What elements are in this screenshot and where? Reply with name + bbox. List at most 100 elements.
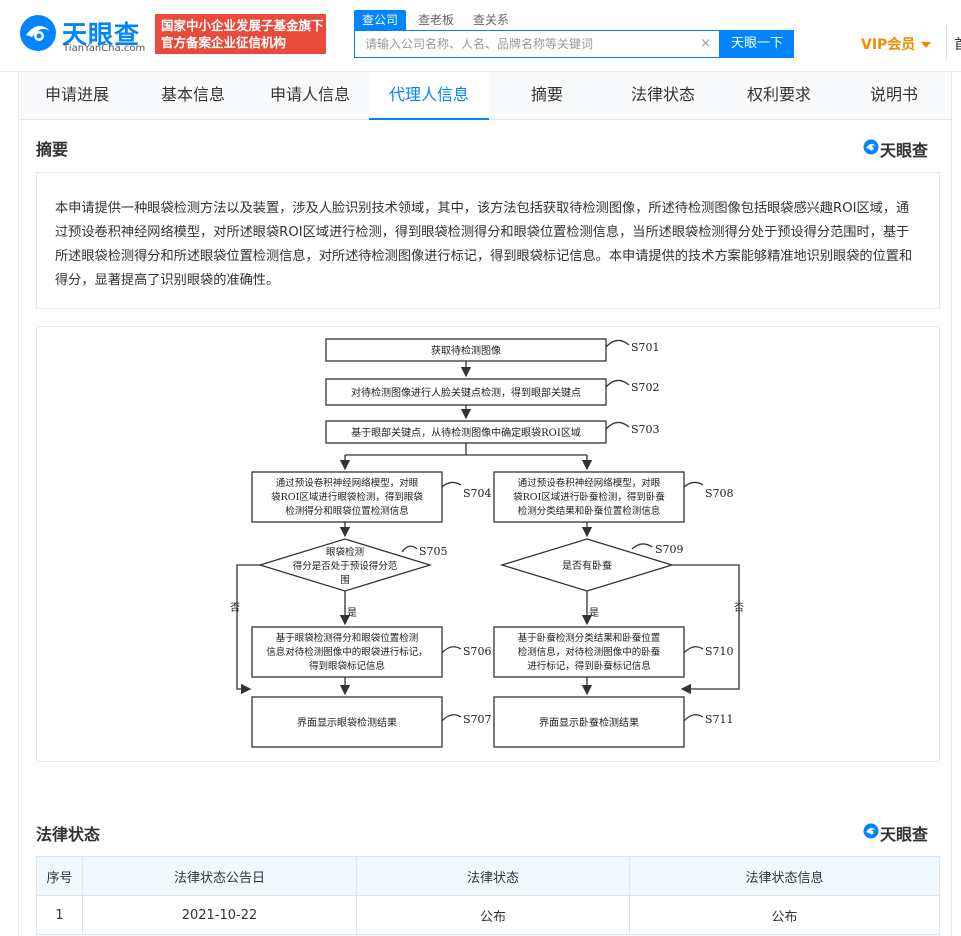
vip-label: VIP会员 (861, 37, 916, 53)
s708-text-line: 通过预设卷积神经网络模型，对眼 (518, 477, 661, 489)
label-s710: S710 (705, 645, 734, 658)
s705-text-line: 得分是否处于预设得分范 (293, 560, 398, 572)
announcement-date: 2021-10-22 (82, 895, 357, 935)
tab-basic-info[interactable]: 基本信息 (160, 85, 225, 104)
s707-leader (441, 714, 462, 722)
s703-text: 基于眼部关键点，从待检测图像中确定眼袋ROI区域 (351, 426, 581, 439)
s705-yes-label: 是 (347, 607, 357, 619)
table-header-row: 序号 法律状态公告日 法律状态 法律状态信息 (36, 856, 940, 896)
s704-text-line: 袋ROI区域进行眼袋检测，得到眼袋 (271, 491, 423, 503)
column-header: 序号 (36, 856, 83, 896)
s705-no-label: 否 (230, 602, 240, 614)
logo[interactable]: 天眼查 TianYanCha.com (18, 13, 148, 54)
label-s706: S706 (463, 645, 492, 658)
tab-application-progress[interactable]: 申请进展 (44, 85, 109, 104)
watermark-text: 天眼查 (880, 141, 929, 160)
divider (946, 26, 947, 60)
legal-watermark: 天眼查 (863, 822, 939, 844)
s710-text-line: 检测信息，对待检测图像中的卧蚕 (518, 646, 661, 658)
s701-leader (605, 339, 630, 348)
abstract-watermark: 天眼查 (863, 138, 939, 160)
s709-no-label: 否 (734, 602, 744, 614)
s706-text-line: 得到眼袋标记信息 (309, 660, 385, 672)
s704-text-line: 通过预设卷积神经网络模型，对眼 (276, 477, 419, 489)
s706-text-line: 基于眼袋检测得分和眼袋位置检测 (276, 632, 419, 644)
legal-status-table: 序号 法律状态公告日 法律状态 法律状态信息 1 2021-10-22 公布 公… (36, 856, 940, 935)
legal-status: 公布 (356, 895, 630, 935)
label-s702: S702 (631, 381, 660, 394)
tab-description[interactable]: 说明书 (869, 85, 918, 104)
top-header: 天眼查 TianYanCha.com 国家中小企业发展子基金旗下 官方备案企业征… (0, 0, 961, 72)
logo-domain: TianYanCha.com (63, 43, 146, 54)
s705-leader (401, 545, 418, 553)
s707-text: 界面显示眼袋检测结果 (297, 716, 397, 729)
s706-leader (441, 646, 462, 654)
legal-status-title: 法律状态 (36, 825, 101, 844)
s710-text-line: 进行标记，得到卧蚕标记信息 (527, 660, 651, 672)
arrow-705-no (236, 564, 260, 695)
s709-yes-label: 是 (589, 607, 599, 619)
s709-text: 是否有卧蚕 (562, 559, 612, 572)
government-badge: 国家中小企业发展子基金旗下 官方备案企业征信机构 (155, 14, 326, 54)
abstract-text: 本申请提供一种眼袋检测方法以及装置，涉及人脸识别技术领域，其中，该方法包括获取待… (36, 172, 940, 309)
step-s704-box (251, 471, 443, 523)
search-tab-relation[interactable]: 查关系 (473, 13, 510, 27)
legal-status-info: 公布 (629, 895, 940, 935)
label-s711: S711 (705, 713, 734, 726)
step-s710-box (493, 626, 685, 678)
search-button[interactable]: 天眼一下 (720, 30, 794, 58)
s701-text: 获取待检测图像 (431, 344, 501, 357)
logo-eye-icon (863, 823, 879, 839)
s704-leader (441, 481, 462, 488)
search-box: × (354, 30, 720, 58)
vip-member-menu[interactable]: VIP会员 (861, 34, 932, 54)
badge-line-2: 官方备案企业征信机构 (161, 35, 287, 50)
column-header: 法律状态公告日 (82, 856, 357, 896)
label-s708: S708 (705, 487, 734, 500)
search-tab-company[interactable]: 查公司 (354, 10, 407, 30)
badge-line-1: 国家中小企业发展子基金旗下 (161, 18, 324, 33)
search-input[interactable] (355, 31, 685, 57)
s702-text: 对待检测图像进行人脸关键点检测，得到眼部关键点 (351, 386, 581, 399)
tab-agent-info[interactable]: 代理人信息 (369, 72, 489, 120)
step-s706-box (251, 626, 443, 678)
column-header: 法律状态信息 (629, 856, 940, 896)
label-s707: S707 (463, 713, 492, 726)
label-s703: S703 (631, 423, 660, 436)
label-s705: S705 (419, 545, 448, 558)
s711-leader (683, 714, 704, 722)
row-index: 1 (36, 895, 83, 935)
tab-claims[interactable]: 权利要求 (746, 85, 811, 104)
home-link[interactable]: 首 (954, 34, 961, 54)
step-s708-box (493, 471, 685, 523)
search-tab-boss[interactable]: 查老板 (418, 13, 455, 27)
caret-down-icon (921, 42, 932, 48)
s708-text-line: 检测分类结果和卧蚕位置检测信息 (518, 505, 661, 517)
s708-text-line: 袋ROI区域进行卧蚕检测，得到卧蚕 (513, 491, 665, 503)
s704-text-line: 检测得分和眼袋位置检测信息 (285, 505, 409, 517)
tab-abstract[interactable]: 摘要 (530, 85, 563, 104)
s710-text-line: 基于卧蚕检测分类结果和卧蚕位置 (518, 632, 661, 644)
s708-leader (683, 481, 704, 488)
logo-text: 天眼查 (62, 20, 141, 49)
label-s704: S704 (463, 487, 492, 500)
s702-leader (605, 379, 630, 388)
detail-nav-tabs: 申请进展 基本信息 申请人信息 代理人信息 摘要 法律状态 权利要求 说明书 (19, 72, 951, 120)
tab-applicant-info[interactable]: 申请人信息 (269, 85, 350, 104)
s710-leader (683, 646, 704, 654)
abstract-figure: 获取待检测图像 对待检测图像进行人脸关键点检测，得到眼部关键点 基于眼部关键点，… (36, 326, 940, 762)
s705-text-line: 围 (340, 575, 350, 586)
flowchart-diagram: 获取待检测图像 对待检测图像进行人脸关键点检测，得到眼部关键点 基于眼部关键点，… (230, 338, 744, 748)
label-s709: S709 (655, 543, 684, 556)
label-s701: S701 (631, 341, 660, 354)
s705-text-line: 眼袋检测 (326, 546, 364, 558)
clear-icon[interactable]: × (700, 36, 711, 51)
step-s707-box (251, 696, 443, 748)
s703-leader (605, 421, 630, 430)
logo-eye-icon (863, 139, 879, 155)
watermark-text: 天眼查 (880, 825, 929, 844)
logo-eye-icon (20, 15, 56, 51)
s711-text: 界面显示卧蚕检测结果 (539, 716, 639, 729)
tab-legal-status[interactable]: 法律状态 (630, 85, 695, 104)
abstract-title: 摘要 (36, 140, 69, 159)
